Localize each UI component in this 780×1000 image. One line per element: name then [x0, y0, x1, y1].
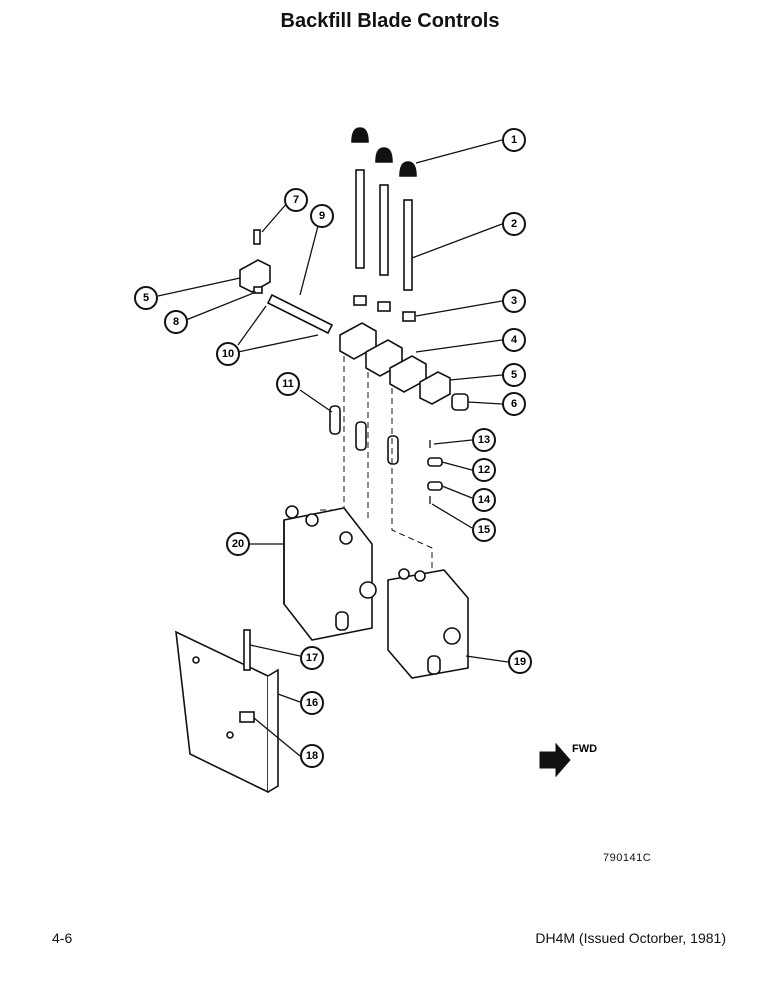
callout-7: 7 — [284, 188, 308, 212]
lever-rods — [355, 169, 413, 291]
svg-text:16: 16 — [306, 697, 318, 709]
washer-8 — [253, 286, 263, 294]
page-number: 4-6 — [52, 930, 73, 946]
svg-text:8: 8 — [173, 316, 179, 328]
svg-text:7: 7 — [293, 194, 299, 206]
forward-arrow-icon — [539, 742, 571, 778]
page-title: Backfill Blade Controls — [280, 10, 500, 32]
control-valve-large — [283, 505, 377, 641]
callout-5-right: 5 — [502, 363, 526, 387]
nut-18 — [239, 711, 255, 723]
callout-16: 16 — [300, 691, 324, 715]
callout-2: 2 — [502, 212, 526, 236]
callout-12: 12 — [472, 458, 496, 482]
bracket-blocks — [239, 259, 451, 405]
callout-13: 13 — [472, 428, 496, 452]
svg-text:2: 2 — [511, 218, 517, 230]
callout-19: 19 — [508, 650, 532, 674]
callout-8: 8 — [164, 310, 188, 334]
callout-14: 14 — [472, 488, 496, 512]
callout-11: 11 — [276, 372, 300, 396]
svg-text:13: 13 — [478, 434, 490, 446]
bolt-17 — [243, 629, 251, 671]
lever-nuts — [353, 295, 416, 322]
svg-text:9: 9 — [319, 210, 325, 222]
svg-text:3: 3 — [511, 295, 517, 307]
callout-6: 6 — [502, 392, 526, 416]
lever-bases — [339, 322, 427, 393]
drawing-number: 790141C — [603, 852, 652, 864]
svg-text:6: 6 — [511, 398, 517, 410]
links — [329, 405, 399, 465]
svg-text:19: 19 — [514, 656, 526, 668]
control-valve-small — [387, 568, 469, 679]
bushing-6 — [451, 393, 469, 411]
callout-5-left: 5 — [134, 286, 158, 310]
svg-text:15: 15 — [478, 524, 490, 536]
callout-15: 15 — [472, 518, 496, 542]
callout-20: 20 — [226, 532, 250, 556]
svg-text:5: 5 — [143, 292, 149, 304]
pins — [427, 440, 443, 504]
svg-text:14: 14 — [478, 494, 491, 506]
callout-3: 3 — [502, 289, 526, 313]
pivot-shaft — [266, 293, 334, 335]
callout-1: 1 — [502, 128, 526, 152]
document-reference: DH4M (Issued Octorber, 1981) — [535, 930, 726, 946]
screw-7 — [253, 229, 261, 245]
svg-text:1: 1 — [511, 134, 517, 146]
svg-text:12: 12 — [478, 464, 490, 476]
svg-text:11: 11 — [282, 378, 294, 390]
callout-18: 18 — [300, 744, 324, 768]
mounting-bracket — [175, 630, 279, 794]
callout-17: 17 — [300, 646, 324, 670]
callout-leaders — [157, 139, 509, 757]
svg-text:17: 17 — [306, 652, 318, 664]
callout-4: 4 — [502, 328, 526, 352]
svg-text:5: 5 — [511, 369, 517, 381]
svg-text:20: 20 — [232, 538, 244, 550]
callout-9: 9 — [310, 204, 334, 228]
svg-text:18: 18 — [306, 750, 318, 762]
callout-10: 10 — [216, 342, 240, 366]
svg-text:10: 10 — [222, 348, 234, 360]
fwd-label: FWD — [572, 743, 597, 755]
control-knobs — [351, 127, 417, 177]
svg-text:4: 4 — [511, 334, 518, 346]
